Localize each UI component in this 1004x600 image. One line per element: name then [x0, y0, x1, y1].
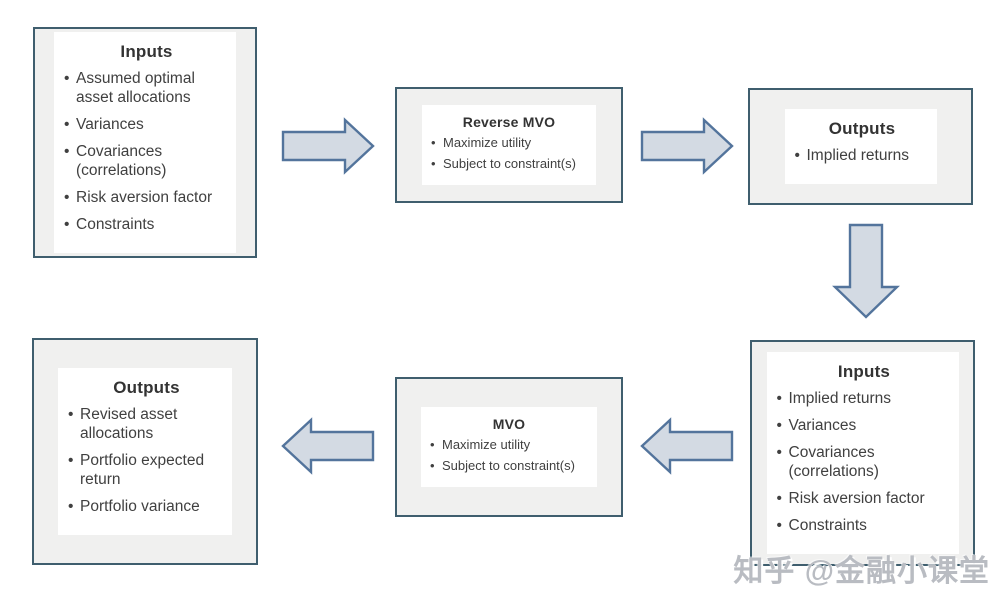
box-reverse-mvo: Reverse MVO Maximize utility Subject to … [395, 87, 623, 203]
box-inputs-bottom-panel: Inputs Implied returns Variances Covaria… [766, 352, 959, 554]
box-title: Outputs [113, 378, 180, 398]
box-inputs-top: Inputs Assumed optimal asset allocations… [33, 27, 257, 258]
list-item: Maximize utility [429, 437, 589, 453]
list-item: Risk aversion factor [776, 490, 953, 509]
box-outputs-top-panel: Outputs Implied returns [784, 109, 937, 184]
list-item: Constraints [776, 517, 953, 536]
list-item: Revised asset allocations [67, 406, 226, 444]
list-item: Subject to constraint(s) [429, 458, 589, 474]
box-item-list: Revised asset allocations Portfolio expe… [67, 406, 226, 517]
box-inputs-bottom: Inputs Implied returns Variances Covaria… [750, 340, 975, 566]
list-item: Implied returns [776, 390, 953, 409]
box-outputs-top: Outputs Implied returns [748, 88, 973, 205]
arrow-left-icon [640, 417, 734, 475]
box-mvo-panel: MVO Maximize utility Subject to constrai… [421, 406, 597, 488]
watermark: 知乎 @金融小课堂 [733, 555, 990, 588]
list-item: Portfolio expected return [67, 452, 226, 490]
box-reverse-mvo-panel: Reverse MVO Maximize utility Subject to … [422, 104, 596, 186]
box-item-list: Implied returns Variances Covariances (c… [776, 390, 953, 535]
box-title: MVO [492, 415, 526, 432]
list-item: Variances [776, 417, 953, 436]
list-item: Constraints [63, 216, 230, 235]
arrow-right-icon [281, 117, 375, 175]
box-title: Inputs [837, 362, 891, 382]
list-item: Covariances (correlations) [776, 444, 953, 482]
box-mvo: MVO Maximize utility Subject to constrai… [395, 377, 623, 517]
box-title: Reverse MVO [462, 113, 556, 130]
box-outputs-bottom-panel: Outputs Revised asset allocations Portfo… [58, 368, 232, 535]
box-title: Outputs [828, 119, 896, 139]
list-item: Risk aversion factor [63, 189, 230, 208]
list-item: Covariances (correlations) [63, 143, 230, 181]
list-item: Variances [63, 116, 230, 135]
box-inputs-top-panel: Inputs Assumed optimal asset allocations… [54, 32, 236, 253]
arrow-down-icon [832, 223, 900, 319]
list-item: Portfolio variance [67, 498, 226, 517]
list-item: Subject to constraint(s) [430, 156, 588, 172]
box-item-list: Maximize utility Subject to constraint(s… [429, 437, 589, 474]
list-item: Maximize utility [430, 135, 588, 151]
arrow-right-icon [640, 117, 734, 175]
box-item-list: Maximize utility Subject to constraint(s… [430, 135, 588, 172]
box-title: Inputs [120, 42, 173, 62]
box-item-list: Assumed optimal asset allocations Varian… [63, 70, 230, 234]
list-item: Implied returns [794, 147, 931, 166]
box-outputs-bottom: Outputs Revised asset allocations Portfo… [32, 338, 258, 565]
box-item-list: Implied returns [794, 147, 931, 166]
list-item: Assumed optimal asset allocations [63, 70, 230, 108]
arrow-left-icon [281, 417, 375, 475]
